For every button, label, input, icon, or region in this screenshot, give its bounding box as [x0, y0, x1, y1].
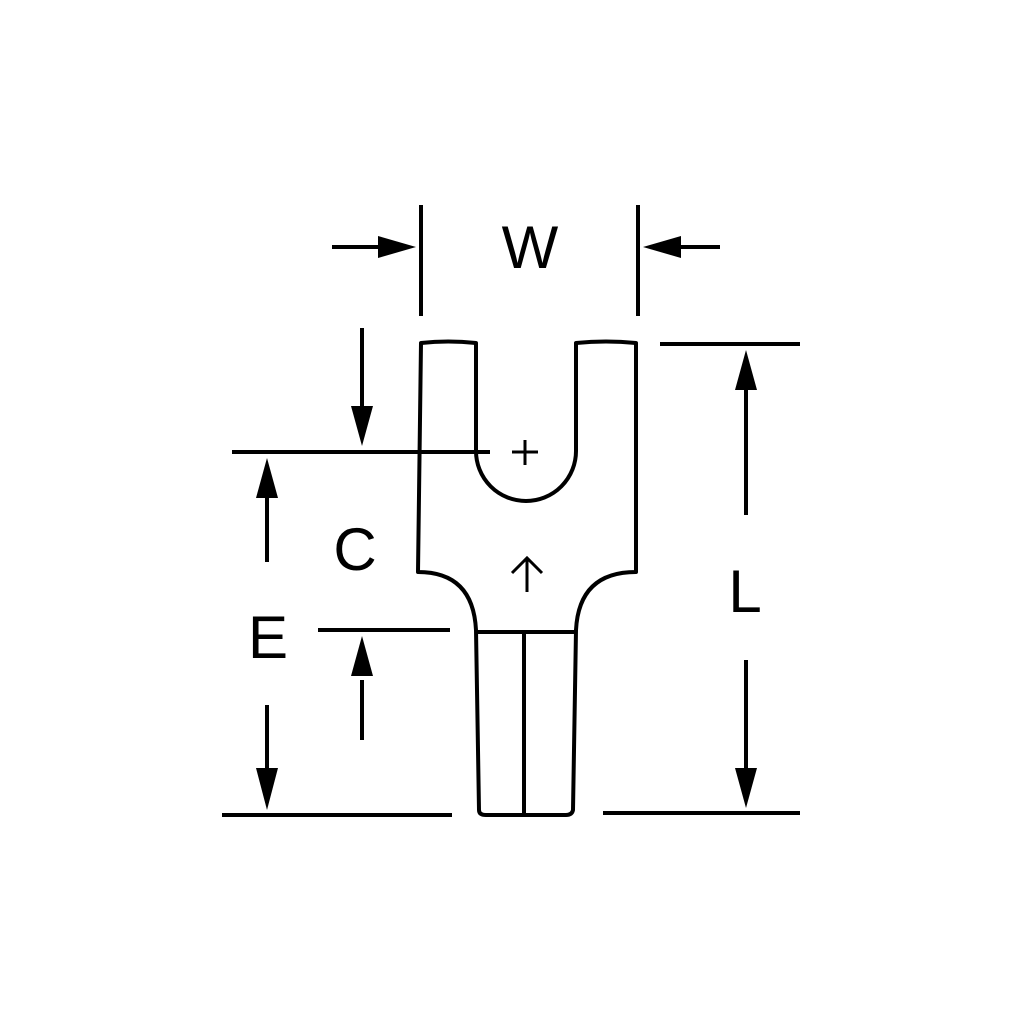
length-dimension	[603, 342, 800, 815]
length-label: L	[728, 558, 761, 625]
width-label: W	[502, 214, 559, 281]
stud-center-mark	[512, 440, 538, 465]
c-dimension	[232, 328, 490, 740]
terminal-outline	[416, 339, 638, 817]
width-dimension	[332, 205, 720, 316]
e-label: E	[248, 604, 288, 671]
e-dimension	[222, 458, 452, 817]
tongue-arrow-icon	[510, 555, 544, 592]
c-label: C	[333, 516, 376, 583]
